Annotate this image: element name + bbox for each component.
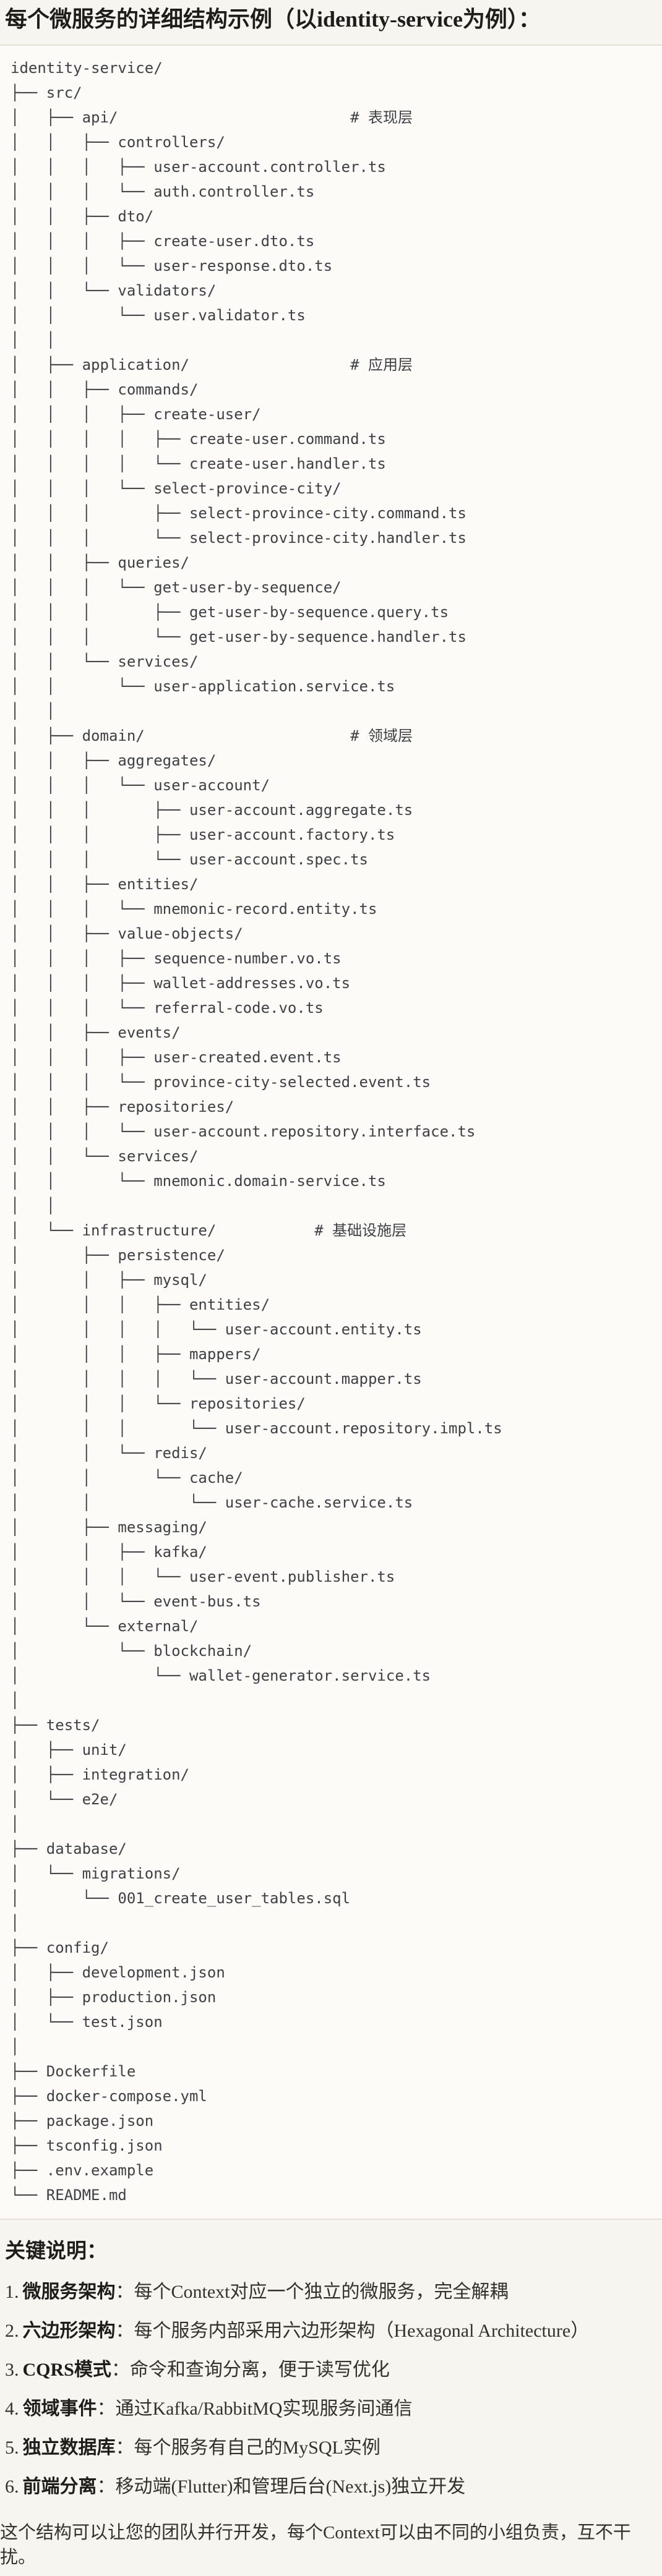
item-label: 独立数据库 bbox=[22, 2437, 116, 2458]
key-points-list: 1.微服务架构：每个Context对应一个独立的微服务，完全解耦 2.六边形架构… bbox=[0, 2280, 662, 2499]
code-block: identity-service/ ├── src/ │ ├── api/ # … bbox=[0, 45, 662, 2220]
closing-paragraph: 这个结构可以让您的团队并行开发，每个Context可以由不同的小组负责，互不干扰… bbox=[0, 2523, 631, 2567]
item-colon: ： bbox=[97, 2476, 116, 2497]
item-label: 前端分离 bbox=[22, 2476, 97, 2497]
item-colon: ： bbox=[97, 2399, 116, 2419]
item-label: 六边形架构 bbox=[22, 2321, 116, 2341]
list-item-cqrs: 3.CQRS模式：命令和查询分离，便于读写优化 bbox=[5, 2358, 662, 2382]
item-text: 通过Kafka/RabbitMQ实现服务间通信 bbox=[115, 2399, 413, 2419]
item-number: 3. bbox=[5, 2360, 19, 2380]
item-text: 每个服务内部采用六边形架构（Hexagonal Architecture） bbox=[134, 2321, 590, 2341]
item-colon: ： bbox=[115, 2321, 134, 2341]
item-label: 领域事件 bbox=[22, 2399, 97, 2419]
key-points-heading: 关键说明： bbox=[5, 2240, 107, 2263]
item-colon: ： bbox=[111, 2360, 130, 2380]
page-title: 每个微服务的详细结构示例（以identity-service为例）： bbox=[5, 7, 541, 32]
list-item-domain-events: 4.领域事件：通过Kafka/RabbitMQ实现服务间通信 bbox=[5, 2397, 662, 2421]
item-number: 4. bbox=[5, 2399, 19, 2419]
directory-tree: identity-service/ ├── src/ │ ├── api/ # … bbox=[11, 59, 502, 2204]
list-item-microservices: 1.微服务架构：每个Context对应一个独立的微服务，完全解耦 bbox=[5, 2280, 662, 2305]
item-text: 命令和查询分离，便于读写优化 bbox=[129, 2360, 390, 2380]
item-text: 每个Context对应一个独立的微服务，完全解耦 bbox=[134, 2282, 509, 2302]
item-number: 5. bbox=[5, 2437, 19, 2458]
list-item-hexagonal: 2.六边形架构：每个服务内部采用六边形架构（Hexagonal Architec… bbox=[5, 2319, 662, 2344]
item-colon: ： bbox=[115, 2282, 134, 2302]
item-text: 每个服务有自己的MySQL实例 bbox=[134, 2437, 380, 2458]
list-item-independent-db: 5.独立数据库：每个服务有自己的MySQL实例 bbox=[5, 2436, 662, 2460]
item-colon: ： bbox=[115, 2437, 134, 2458]
list-item-frontend-split: 6.前端分离：移动端(Flutter)和管理后台(Next.js)独立开发 bbox=[5, 2475, 662, 2499]
item-number: 6. bbox=[5, 2476, 19, 2497]
item-label: 微服务架构 bbox=[22, 2282, 116, 2302]
item-text: 移动端(Flutter)和管理后台(Next.js)独立开发 bbox=[115, 2476, 466, 2497]
key-points-section: 关键说明： 1.微服务架构：每个Context对应一个独立的微服务，完全解耦 2… bbox=[0, 2237, 662, 2570]
item-number: 2. bbox=[5, 2321, 19, 2341]
item-label: CQRS模式 bbox=[22, 2360, 111, 2380]
item-number: 1. bbox=[5, 2282, 19, 2302]
